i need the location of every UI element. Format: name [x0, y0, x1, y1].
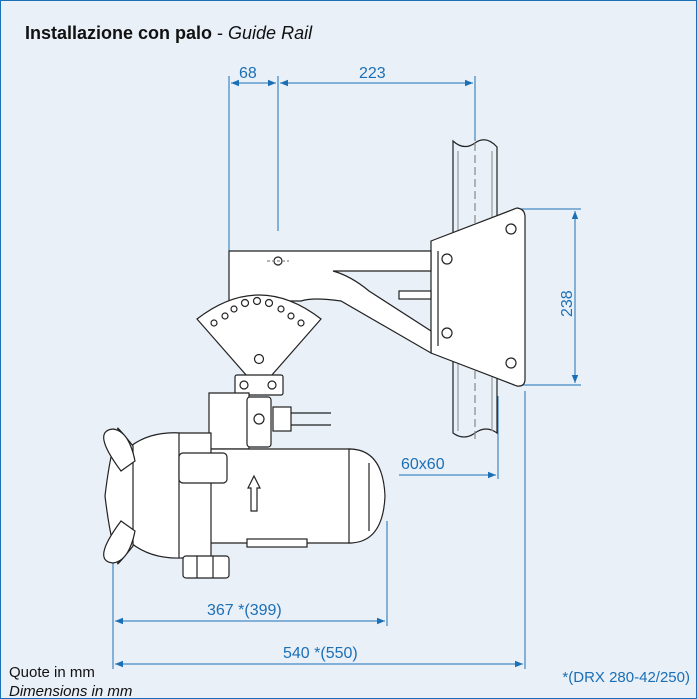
dim-label-238: 238 — [559, 290, 576, 317]
title-bold: Installazione con palo — [25, 23, 213, 43]
dim-label-68: 68 — [239, 65, 257, 82]
footnote: *(DRX 280-42/250) — [562, 669, 690, 686]
mixer-assembly — [103, 392, 386, 579]
dim-label-223: 223 — [359, 65, 386, 82]
mounting-plate — [430, 207, 526, 387]
title-italic: Guide Rail — [228, 23, 313, 43]
dim-label-367: 367 *(399) — [207, 602, 282, 619]
dim-label-6060: 60x60 — [401, 456, 445, 473]
bracket-arm — [228, 250, 432, 355]
pivot-plate — [196, 294, 322, 396]
title-separator: - — [212, 23, 229, 43]
dim-label-540: 540 *(550) — [283, 645, 358, 662]
diagram-title: Installazione con palo - Guide Rail — [25, 23, 312, 44]
note-quote: Quote in mm — [9, 664, 95, 681]
note-dimensions: Dimensions in mm — [9, 683, 133, 699]
